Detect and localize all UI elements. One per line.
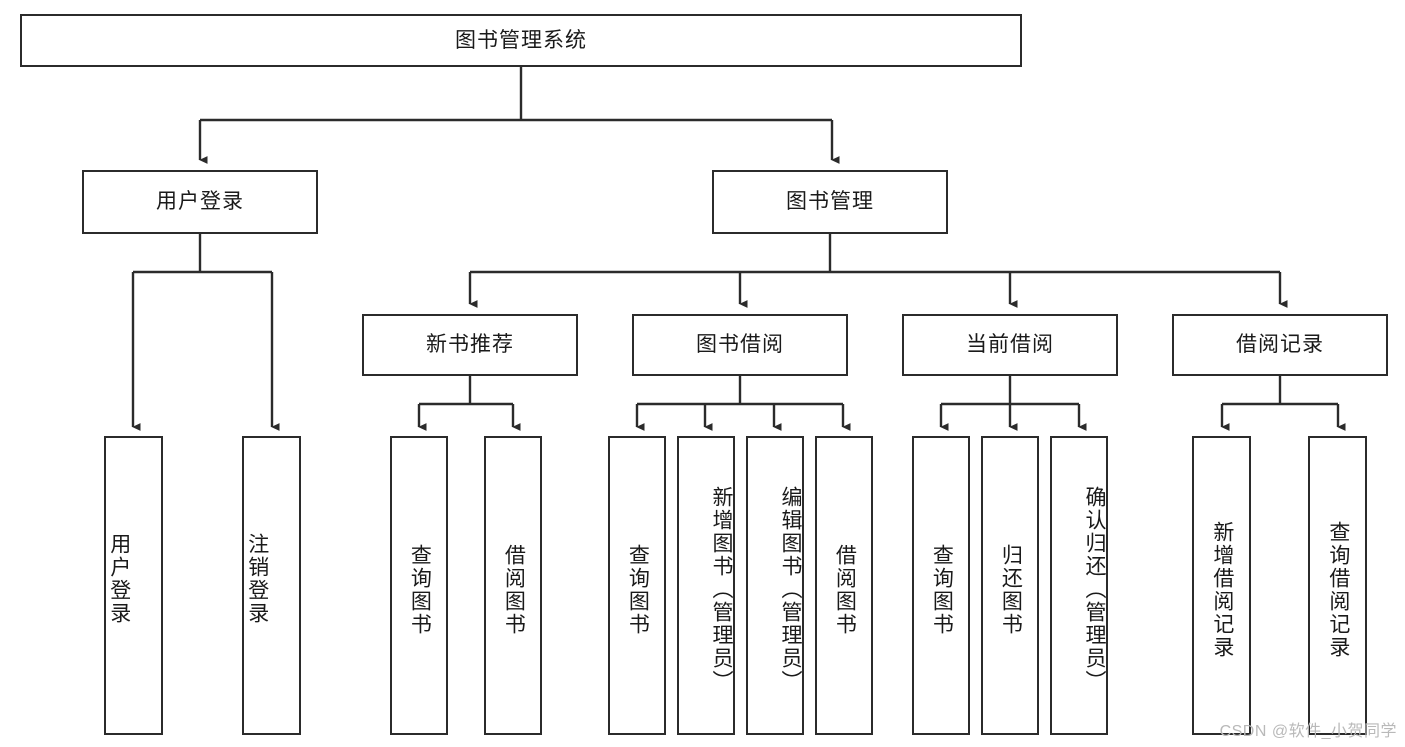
node-label: 查询图书	[626, 543, 650, 636]
node-label: 确认归还（管理员）	[1083, 486, 1106, 693]
node-label: 图书管理系统	[455, 28, 587, 52]
node-label: 当前借阅	[966, 333, 1054, 357]
node-user-login[interactable]: 用户登录	[82, 170, 318, 234]
node-label: 编辑图书（管理员）	[779, 486, 802, 693]
node-leaf-query-borrow-record[interactable]: 查询借阅记录	[1308, 436, 1367, 735]
node-label: 注销登录	[245, 532, 269, 625]
node-new-book-recommendation[interactable]: 新书推荐	[362, 314, 578, 376]
node-leaf-return-books[interactable]: 归还图书	[981, 436, 1039, 735]
node-leaf-borrow-books-recommendation[interactable]: 借阅图书	[484, 436, 542, 735]
node-label: 查询借阅记录	[1326, 520, 1350, 659]
node-leaf-add-borrow-record[interactable]: 新增借阅记录	[1192, 436, 1251, 735]
node-label: 查询图书	[408, 543, 432, 636]
node-leaf-query-books-borrowing[interactable]: 查询图书	[608, 436, 666, 735]
node-borrow-records[interactable]: 借阅记录	[1172, 314, 1388, 376]
node-leaf-confirm-return-admin[interactable]: 确认归还（管理员）	[1050, 436, 1108, 735]
node-label: 查询图书	[930, 543, 954, 636]
csdn-watermark: CSDN @软件_小贺同学	[1219, 723, 1397, 740]
node-leaf-query-books-recommendation[interactable]: 查询图书	[390, 436, 448, 735]
node-label: 新书推荐	[426, 333, 514, 357]
node-leaf-add-book-admin[interactable]: 新增图书（管理员）	[677, 436, 735, 735]
node-book-borrowing[interactable]: 图书借阅	[632, 314, 848, 376]
node-leaf-query-books-current[interactable]: 查询图书	[912, 436, 970, 735]
node-library-management-system[interactable]: 图书管理系统	[20, 14, 1022, 67]
node-label: 借阅图书	[833, 543, 857, 636]
node-label: 用户登录	[156, 190, 244, 214]
node-current-borrowing[interactable]: 当前借阅	[902, 314, 1118, 376]
node-label: 用户登录	[107, 532, 131, 625]
node-book-management[interactable]: 图书管理	[712, 170, 948, 234]
node-label: 归还图书	[999, 543, 1023, 636]
node-leaf-user-login[interactable]: 用户登录	[104, 436, 163, 735]
node-label: 新增图书（管理员）	[710, 486, 733, 693]
node-label: 图书借阅	[696, 333, 784, 357]
node-label: 图书管理	[786, 190, 874, 214]
node-label: 借阅记录	[1236, 333, 1324, 357]
node-leaf-logout[interactable]: 注销登录	[242, 436, 301, 735]
node-leaf-borrow-books-borrowing[interactable]: 借阅图书	[815, 436, 873, 735]
node-label: 借阅图书	[502, 543, 526, 636]
node-label: 新增借阅记录	[1210, 520, 1234, 659]
node-leaf-edit-book-admin[interactable]: 编辑图书（管理员）	[746, 436, 804, 735]
